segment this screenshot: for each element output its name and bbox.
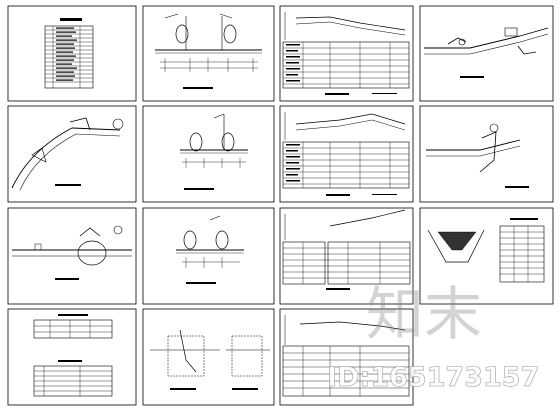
watermark: 知末 ID:165173157 xyxy=(327,280,540,393)
panel-profile-3 xyxy=(279,207,414,305)
panel-plan-2 xyxy=(419,105,554,203)
panel-roundabout-plan xyxy=(7,207,137,305)
panel-profile-4 xyxy=(279,308,414,406)
panel-curve-plan xyxy=(7,105,137,203)
watermark-id: ID:165173157 xyxy=(327,362,539,393)
panel-cross-section-1 xyxy=(142,5,275,102)
panel-detail-table xyxy=(419,207,554,305)
watermark-brand: 知末 xyxy=(366,280,482,348)
panel-plan-1 xyxy=(419,5,554,102)
panel-index-table xyxy=(7,5,137,102)
panel-quantity-tables xyxy=(7,308,137,406)
panel-cross-section-2 xyxy=(142,105,275,203)
panel-intersection-details xyxy=(142,308,275,406)
panel-profile-1 xyxy=(279,5,414,102)
panel-profile-2 xyxy=(279,105,414,203)
panel-cross-section-3 xyxy=(142,207,275,305)
